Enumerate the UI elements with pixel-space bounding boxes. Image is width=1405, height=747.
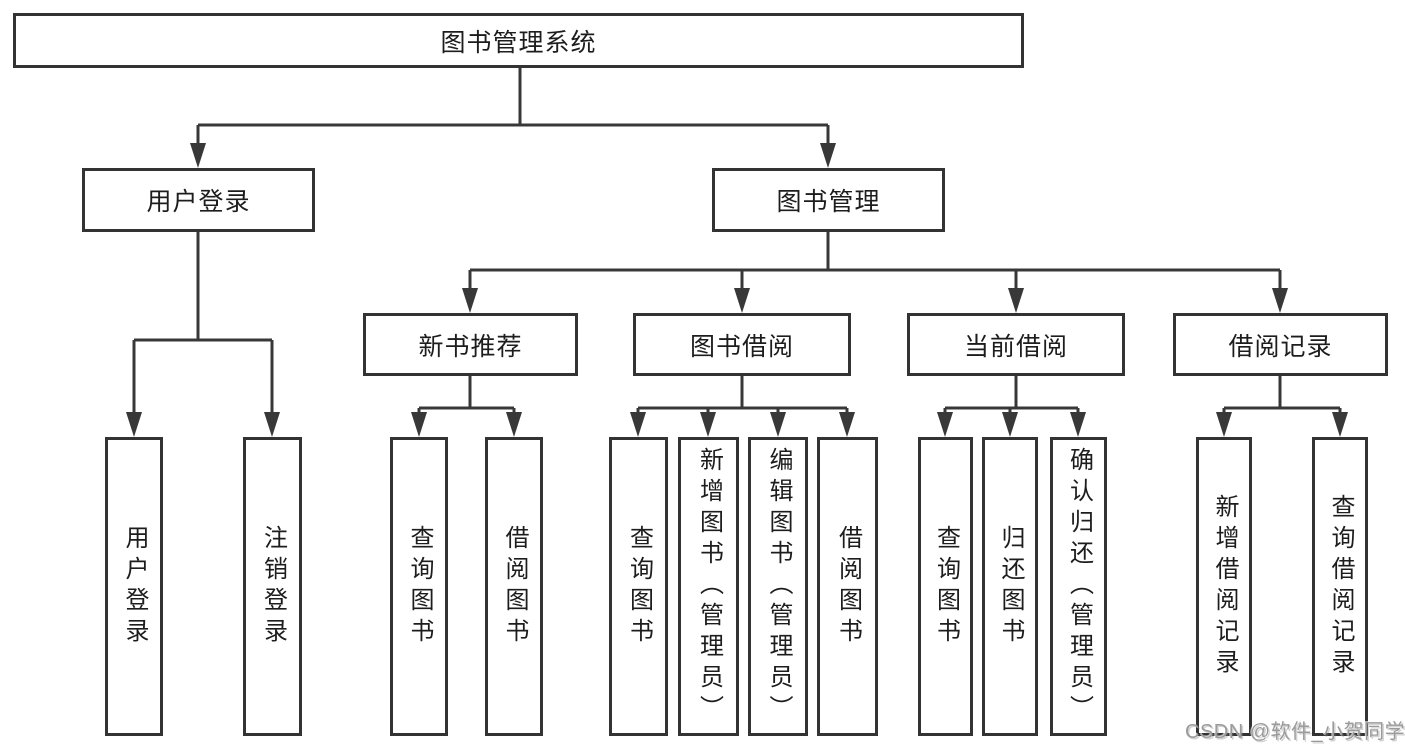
node-label: 查询图书	[932, 524, 960, 649]
leaf-add-book-admin: 新增图书（管理员）	[678, 437, 739, 736]
leaf-query-books-current: 查询图书	[918, 437, 973, 736]
node-label: 确认归还（管理员）	[1065, 447, 1093, 726]
node-label: 新增借阅记录	[1211, 493, 1238, 680]
node-label: 借阅记录	[1228, 332, 1333, 361]
node-label: 图书管理	[776, 188, 881, 216]
node-label: 图书借阅	[689, 332, 794, 361]
node-label: 用户登录	[121, 524, 148, 649]
connector-current-to-leaves	[937, 376, 1086, 437]
leaf-query-borrow-record: 查询借阅记录	[1312, 437, 1368, 736]
node-label: 编辑图书（管理员）	[765, 447, 792, 726]
node-label: 用户登录	[146, 188, 251, 216]
node-label: 注销登录	[259, 524, 287, 649]
leaf-query-books-recommend: 查询图书	[390, 437, 448, 736]
leaf-add-borrow-record: 新增借阅记录	[1196, 437, 1252, 736]
node-label: 查询图书	[406, 524, 433, 649]
connector-user-login-to-leaves	[126, 232, 280, 437]
node-label: 新增图书（管理员）	[695, 447, 723, 726]
connector-records-to-leaves	[1216, 376, 1348, 437]
csdn-watermark: CSDN @软件_小贺同学	[1185, 721, 1405, 743]
node-book-borrowing: 图书借阅	[633, 313, 851, 376]
leaf-logout: 注销登录	[243, 437, 302, 736]
node-label: 当前借阅	[963, 332, 1068, 361]
leaf-edit-book-admin: 编辑图书（管理员）	[748, 437, 808, 736]
leaf-query-books-borrowing: 查询图书	[609, 437, 668, 736]
node-current-borrowing: 当前借阅	[907, 313, 1125, 376]
node-label: 查询图书	[625, 524, 653, 649]
connector-recommend-to-leaves	[411, 376, 522, 437]
leaf-borrow-books-recommend: 借阅图书	[485, 437, 543, 736]
connector-root-to-branches	[190, 67, 836, 168]
node-label: 新书推荐	[418, 332, 523, 361]
node-borrowing-records: 借阅记录	[1173, 313, 1388, 376]
node-label: 借阅图书	[501, 524, 528, 649]
leaf-borrow-books-borrowing: 借阅图书	[817, 437, 878, 736]
leaf-confirm-return-admin: 确认归还（管理员）	[1050, 437, 1107, 736]
connector-book-management-to-modules	[462, 232, 1288, 313]
node-library-management-system: 图书管理系统	[13, 13, 1024, 68]
node-label: 归还图书	[997, 524, 1024, 649]
connector-borrowing-to-leaves	[630, 376, 855, 437]
node-label: 借阅图书	[834, 524, 862, 649]
node-book-management-branch: 图书管理	[712, 168, 945, 232]
node-label: 图书管理系统	[440, 28, 597, 57]
node-new-book-recommend: 新书推荐	[363, 313, 578, 376]
node-label: 查询借阅记录	[1327, 493, 1354, 680]
leaf-return-book: 归还图书	[982, 437, 1038, 736]
node-user-login-branch: 用户登录	[82, 168, 315, 232]
leaf-user-login: 用户登录	[105, 437, 163, 736]
